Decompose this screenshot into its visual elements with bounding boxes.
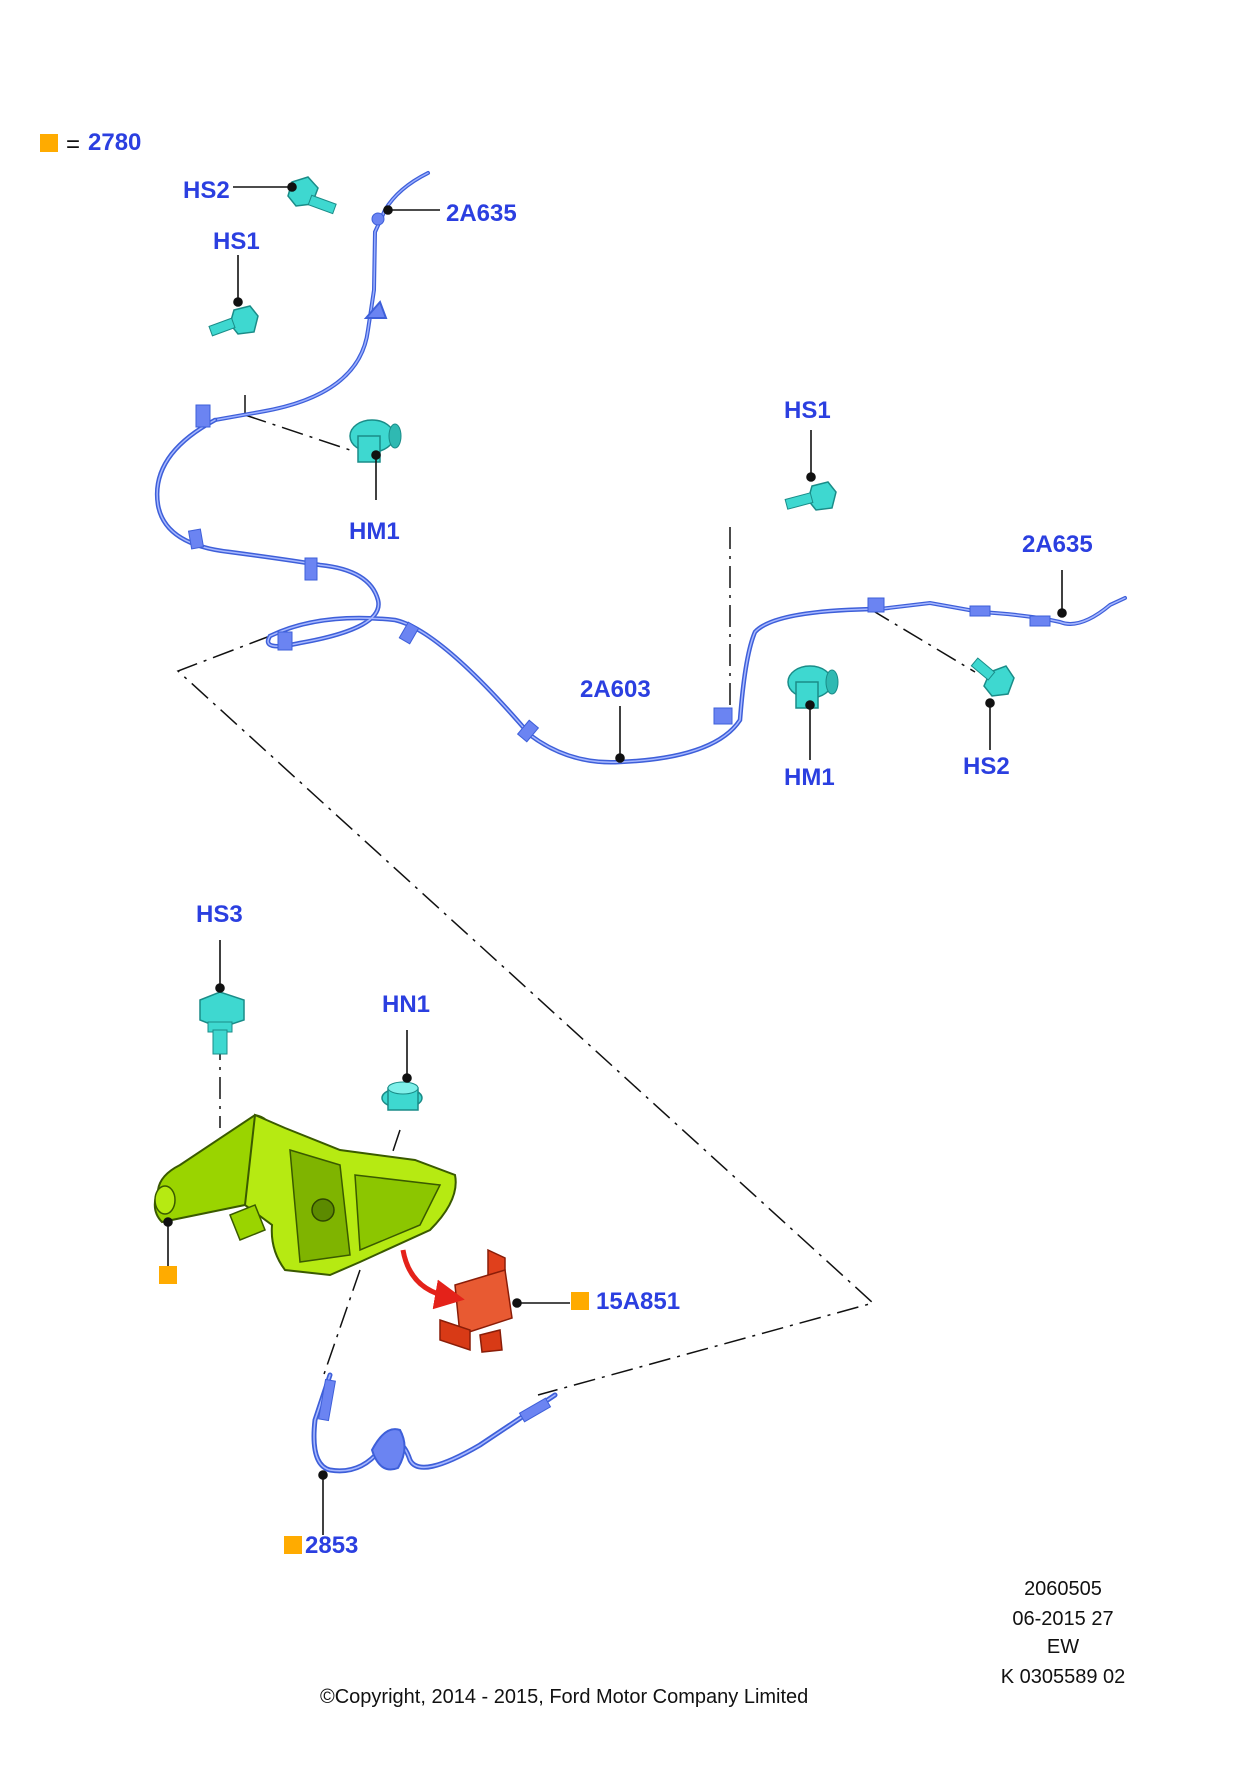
leader-lines	[163, 182, 1067, 1535]
cable-2a635-right	[867, 596, 1127, 627]
label-2a603: 2A603	[580, 676, 651, 703]
label-2a635-right: 2A635	[1022, 531, 1093, 558]
label-15a851: 15A851	[596, 1288, 681, 1315]
cable-2a603	[154, 404, 883, 765]
label-hs1-top: HS1	[213, 228, 260, 255]
fastener-hm1-left	[349, 419, 402, 463]
assembly-outline	[176, 395, 976, 1396]
marker-2853	[284, 1536, 302, 1554]
label-hs2-top: HS2	[183, 177, 230, 204]
copyright-notice: ©Copyright, 2014 - 2015, Ford Motor Comp…	[320, 1686, 809, 1708]
label-2a635-top: 2A635	[446, 200, 517, 227]
marker-15a851	[571, 1292, 589, 1310]
info-line-1: 2060505	[1024, 1578, 1102, 1600]
label-hm1-left: HM1	[349, 518, 400, 545]
label-hm1-right: HM1	[784, 764, 835, 791]
info-line-3: EW	[1046, 1636, 1080, 1658]
legend-marker	[40, 134, 58, 152]
motion-arrow	[400, 1249, 465, 1310]
bracket-15a851	[439, 1248, 513, 1353]
fastener-hs1-right	[784, 481, 837, 511]
info-line-4: K 0305589 02	[1000, 1666, 1126, 1688]
label-2853: 2853	[305, 1532, 359, 1559]
legend-equals: =	[66, 131, 81, 158]
label-hn1: HN1	[382, 991, 431, 1018]
fastener-hn1	[381, 1081, 423, 1111]
info-line-2: 06-2015 27	[1012, 1608, 1114, 1630]
label-hs2-right: HS2	[963, 753, 1010, 780]
label-hs3: HS3	[196, 901, 243, 928]
cable-2853	[311, 1372, 558, 1474]
fastener-hs2-top	[287, 176, 337, 215]
marker-lever	[159, 1266, 177, 1284]
fastener-hm1-right	[787, 665, 839, 709]
legend-value: 2780	[88, 129, 142, 156]
label-hs1-right: HS1	[784, 397, 831, 424]
parking-brake-lever	[153, 1113, 457, 1277]
fastener-hs3	[199, 991, 245, 1055]
cable-2a635-left	[213, 171, 430, 422]
fastener-hs1-top	[208, 305, 259, 337]
fastener-hs2-right	[970, 657, 1015, 697]
